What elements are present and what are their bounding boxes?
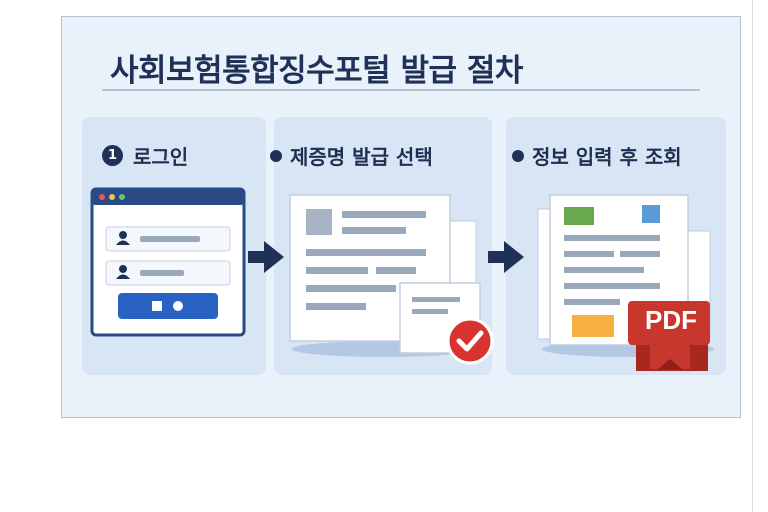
document-icon	[289, 194, 494, 365]
procedure-card: 사회보험통합징수포털 발급 절차 1 로그인 제증명 발급 선택 정보 입력 후…	[61, 16, 741, 418]
title-divider	[102, 89, 700, 91]
arrow-right-icon	[248, 241, 284, 273]
pdf-file-icon	[628, 301, 710, 371]
checkmark-badge-icon	[446, 317, 494, 365]
step-1-number: 1	[102, 145, 123, 166]
step-2-label: 제증명 발급 선택	[270, 141, 433, 170]
login-window-icon	[90, 187, 246, 337]
step-2-bullet	[270, 149, 282, 162]
arrow-right-icon	[488, 241, 524, 273]
page-title: 사회보험통합징수포털 발급 절차	[110, 53, 523, 89]
edge-line	[752, 0, 753, 512]
user-icon	[116, 231, 130, 279]
step-3-text: 정보 입력 후 조회	[532, 145, 682, 169]
step-1-label: 1 로그인	[102, 141, 188, 170]
step-2-text: 제증명 발급 선택	[290, 145, 433, 169]
pdf-badge-text: PDF	[645, 305, 697, 335]
result-document-icon	[537, 194, 714, 371]
step-1-text: 로그인	[133, 145, 189, 169]
step-3-bullet	[512, 149, 524, 162]
step-3-label: 정보 입력 후 조회	[512, 141, 682, 170]
